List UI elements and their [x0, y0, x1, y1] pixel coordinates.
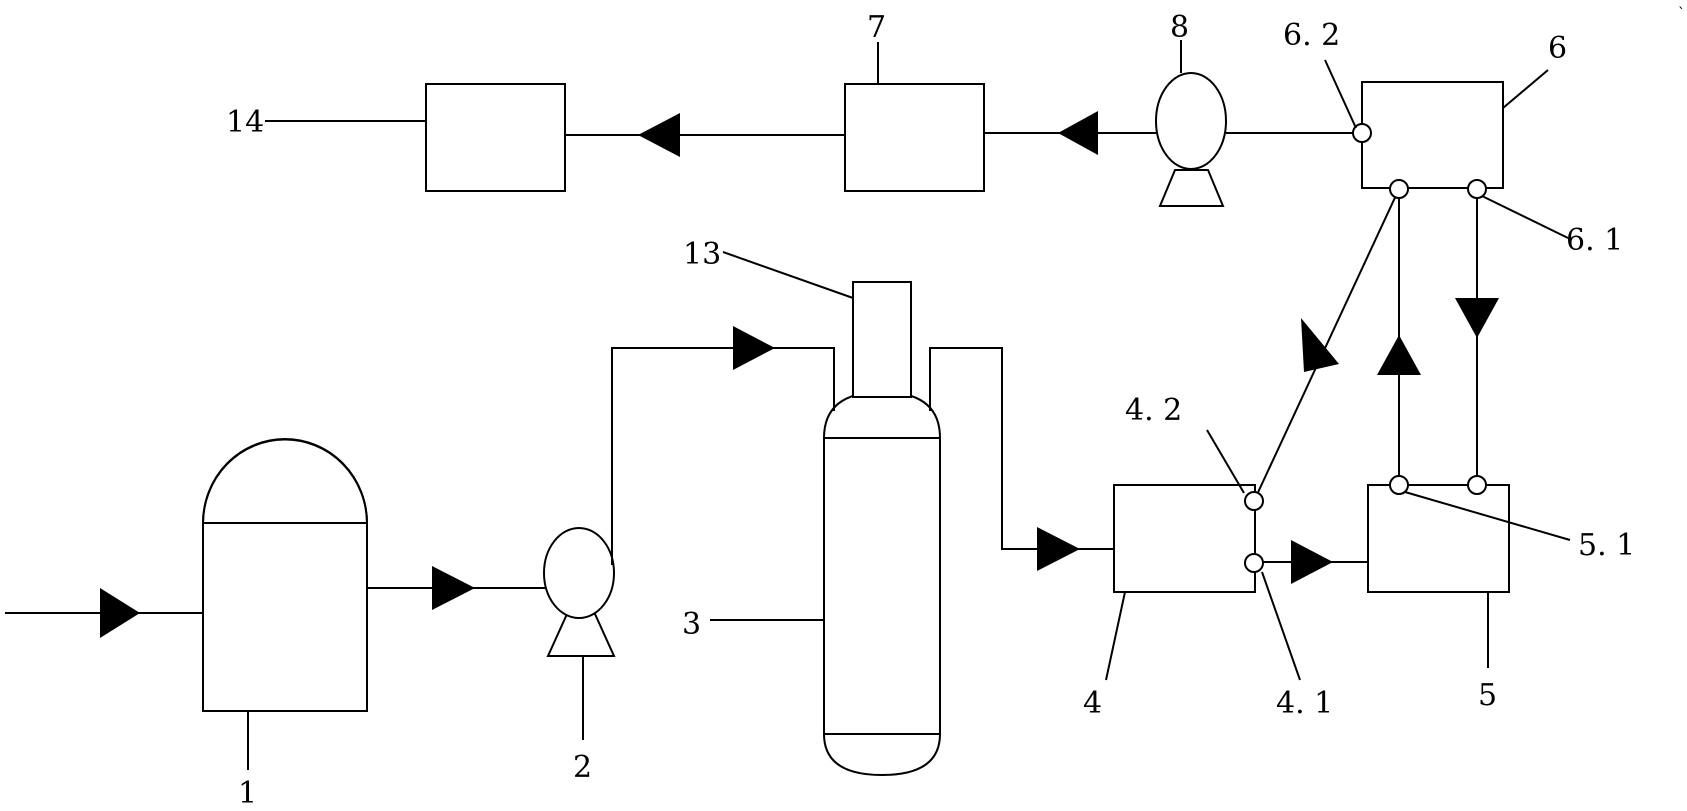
label-3: 3 [682, 607, 701, 642]
pump-2 [543, 527, 616, 657]
label-7: 7 [867, 10, 886, 45]
unit-4 [1113, 484, 1256, 593]
label-13: 13 [683, 237, 721, 272]
label-6-1: 6. 1 [1566, 223, 1623, 258]
pump-8 [1155, 72, 1227, 207]
port-5-1 [1389, 475, 1409, 495]
flow-arrows [100, 111, 1499, 638]
unit-14 [425, 83, 566, 192]
label-14: 14 [226, 105, 264, 140]
arrow-4-6 [1301, 318, 1339, 372]
arrow-inlet [100, 588, 140, 638]
pipe-2-3 [611, 347, 835, 565]
port-6-3 [1389, 179, 1409, 199]
arrow-3-4 [1037, 527, 1080, 571]
label-4-2: 4. 2 [1125, 393, 1182, 428]
unit-6 [1361, 81, 1504, 189]
labels: 1 2 3 13 4 4. 1 4. 2 5 5. 1 6 6. 1 6. 2 … [226, 10, 1635, 811]
arrow-6-5 [1455, 298, 1499, 338]
label-5: 5 [1478, 678, 1497, 713]
port-4-1 [1244, 553, 1264, 573]
label-6: 6 [1548, 31, 1567, 66]
label-5-1: 5. 1 [1578, 528, 1635, 563]
label-6-2: 6. 2 [1283, 18, 1340, 53]
reactor-column-3 [822, 390, 942, 777]
pipe-4-6 [1253, 188, 1400, 502]
arrow-4-5 [1291, 540, 1333, 584]
port-6-2 [1352, 123, 1372, 143]
arrow-5-6 [1377, 335, 1421, 375]
leader-lines [247, 40, 1571, 770]
label-8: 8 [1170, 10, 1189, 45]
arrow-1-2 [432, 566, 475, 610]
ports [1244, 123, 1487, 573]
label-1: 1 [238, 776, 257, 811]
label-4: 4 [1083, 686, 1102, 721]
port-4-2 [1244, 491, 1264, 511]
corner-mark: ` [1678, 6, 1685, 22]
stack-13 [852, 281, 912, 398]
arrow-7-14 [638, 113, 680, 157]
pipe-3-4 [929, 347, 1114, 550]
arrow-8-7 [1058, 111, 1098, 155]
label-2: 2 [573, 750, 592, 785]
port-5-2 [1467, 475, 1487, 495]
label-4-1: 4. 1 [1276, 686, 1333, 721]
arrow-2-3 [733, 326, 775, 370]
port-6-1 [1467, 179, 1487, 199]
unit-5 [1367, 484, 1510, 593]
unit-7 [844, 83, 985, 192]
tank-1 [201, 438, 369, 712]
